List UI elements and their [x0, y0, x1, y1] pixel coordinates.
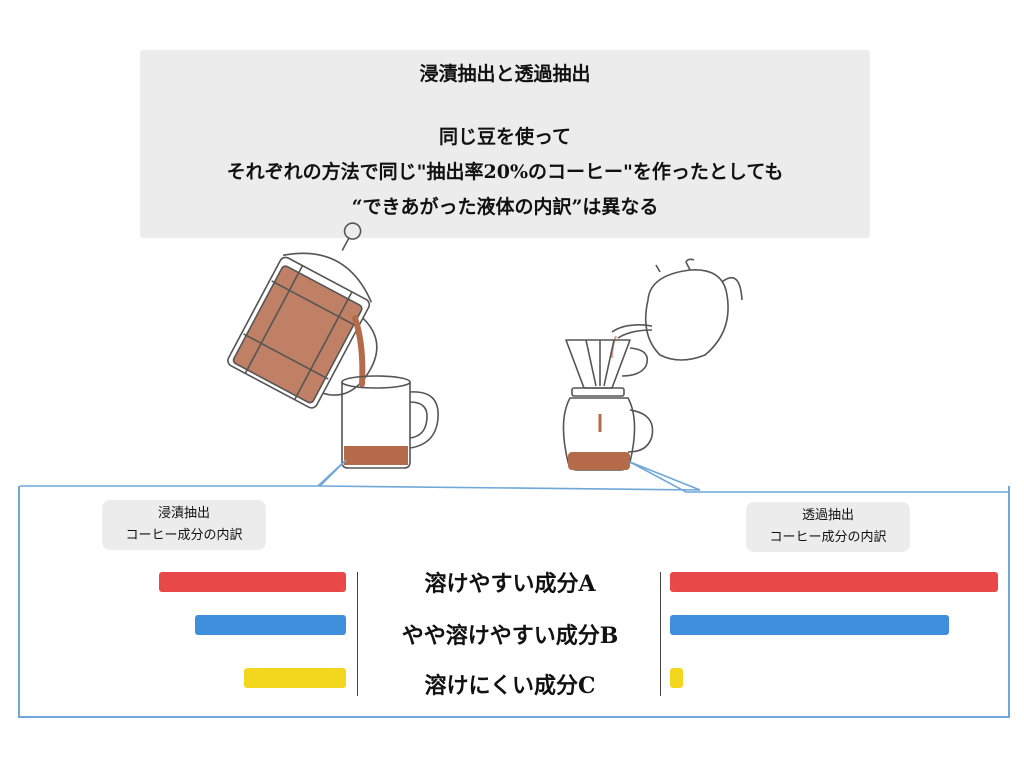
immersion-tag: 浸漬抽出 コーヒー成分の内訳	[102, 500, 266, 550]
header-box: 浸漬抽出と透過抽出 同じ豆を使って それぞれの方法で同じ"抽出率20%のコーヒー…	[140, 50, 870, 238]
server-coffee	[568, 452, 630, 470]
component-a-label: 溶けやすい成分A	[424, 571, 596, 597]
illustration	[20, 222, 1008, 493]
percolation-bar-c	[670, 668, 683, 688]
left-divider	[357, 572, 358, 696]
percolation-tag: 透過抽出 コーヒー成分の内訳	[746, 502, 910, 552]
immersion-bar-c	[244, 668, 346, 688]
percolation-bar-b	[670, 615, 949, 635]
immersion-bar-b	[195, 615, 346, 635]
component-b-label: やや溶けやすい成分B	[401, 623, 619, 649]
comparison-frame	[18, 486, 1010, 718]
right-divider	[660, 572, 661, 696]
mug-illustration	[341, 375, 439, 469]
immersion-tag-title: 浸漬抽出	[157, 506, 210, 521]
immersion-tag-subtitle: コーヒー成分の内訳	[125, 528, 243, 543]
pour-stream	[352, 315, 366, 387]
component-c-label: 溶けにくい成分C	[424, 673, 596, 699]
kettle-illustration	[611, 258, 743, 361]
percolation-tag-subtitle: コーヒー成分の内訳	[769, 530, 887, 545]
header-title: 浸漬抽出と透過抽出	[419, 63, 591, 85]
french-press-illustration	[227, 222, 378, 409]
header-body: 同じ豆を使って それぞれの方法で同じ"抽出率20%のコーヒー"を作ったとしても …	[140, 120, 870, 225]
header-line-1: 同じ豆を使って	[438, 126, 572, 148]
header-line-2: それぞれの方法で同じ"抽出率20%のコーヒー"を作ったとしても	[226, 161, 784, 183]
pointer-lines	[20, 459, 1008, 493]
dripper-illustration	[562, 339, 654, 471]
header-line-3: “できあがった液体の内訳”は異なる	[351, 196, 659, 218]
percolation-tag-title: 透過抽出	[801, 508, 854, 523]
immersion-bar-a	[159, 572, 346, 592]
percolation-bar-a	[670, 572, 998, 592]
